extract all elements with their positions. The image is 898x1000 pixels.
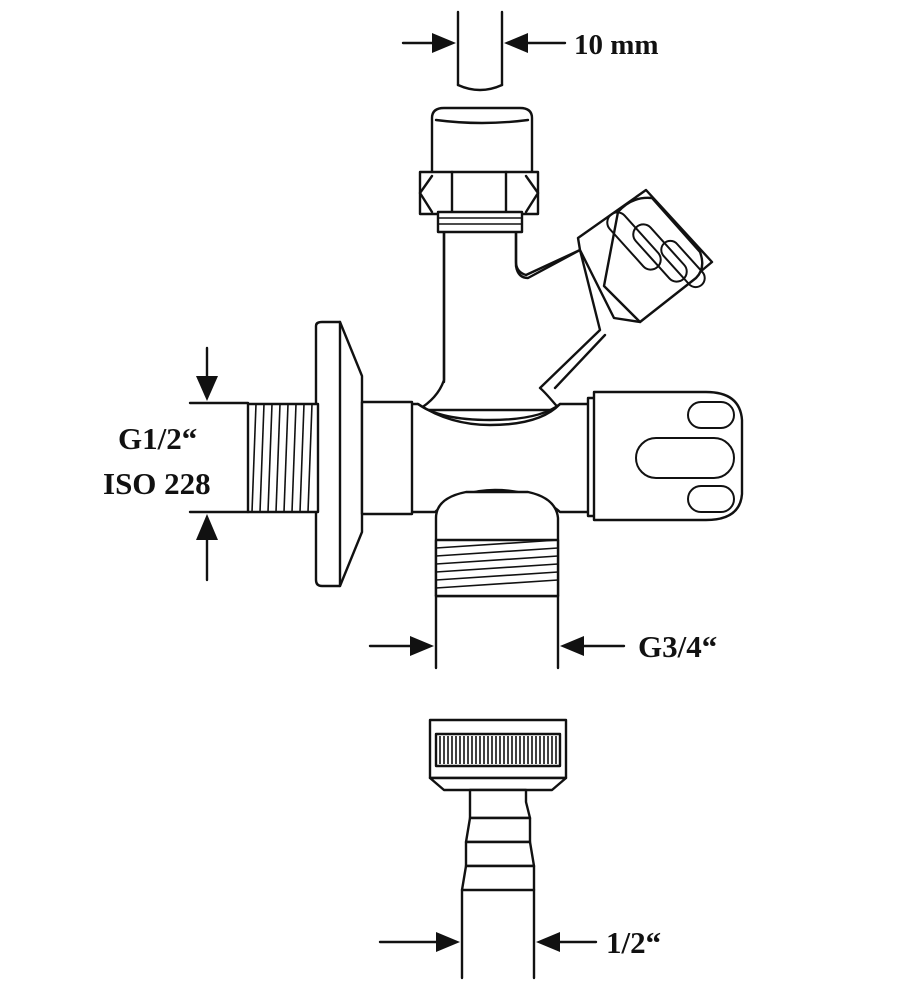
hose-barb	[460, 788, 536, 980]
outlet-thread-dimension	[368, 636, 626, 656]
valve-body	[416, 226, 607, 412]
wall-flange	[314, 320, 414, 588]
hose-connector-nut	[428, 718, 568, 792]
tube-diameter-label: 10 mm	[574, 29, 659, 61]
main-valve-handle	[586, 390, 744, 522]
wall-thread-standard-label: ISO 228	[103, 466, 211, 501]
side-valve-handle	[576, 188, 714, 324]
wall-thread-label: G1/2“	[118, 421, 197, 456]
hose-diameter-label: 1/2“	[606, 925, 661, 960]
outlet-thread-label: G3/4“	[638, 629, 717, 664]
outlet-thread	[434, 490, 560, 670]
copper-tube	[456, 10, 504, 92]
wall-thread	[246, 402, 320, 514]
wall-thread-dimension	[188, 346, 250, 582]
tube-dimension-arrows	[401, 33, 567, 53]
hose-dimension	[378, 932, 598, 952]
compression-nut	[418, 106, 540, 234]
